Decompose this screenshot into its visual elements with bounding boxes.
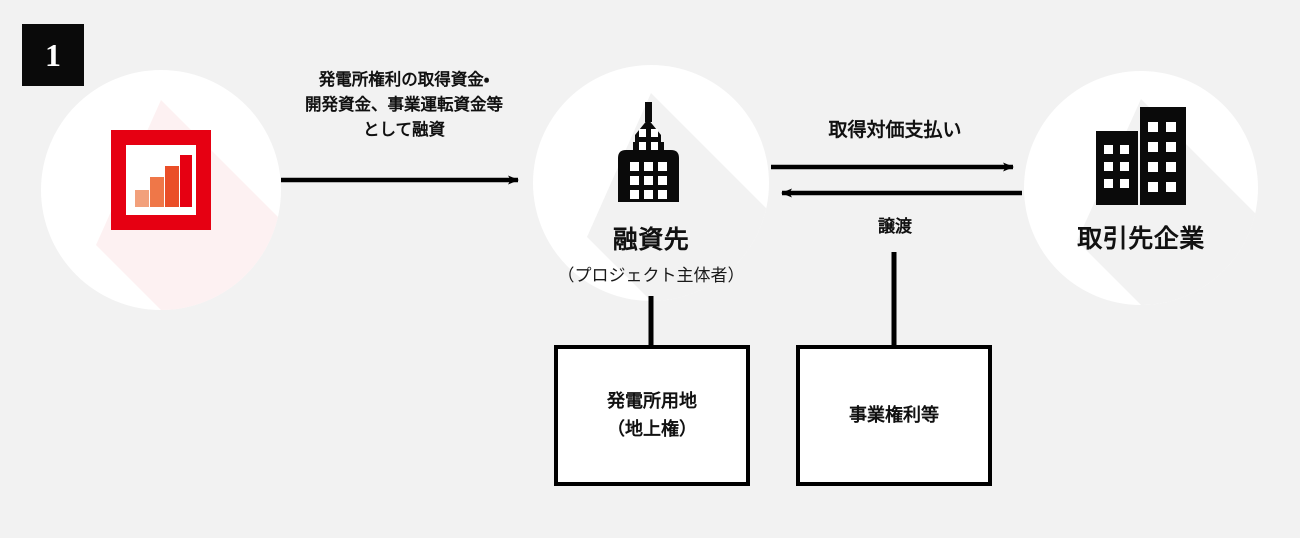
node-counterparty-label: 取引先企業 (1077, 225, 1205, 253)
node-lender-circle (41, 70, 281, 310)
box-rights: 事業権利等 (796, 345, 992, 486)
flow-label-financing: 発電所権利の取得資金・ 開発資金、事業運転資金等 として融資 (305, 71, 503, 140)
box-land-text: 発電所用地 （地上権） (607, 390, 697, 439)
box-rights-text: 事業権利等 (849, 404, 939, 425)
node-counterparty-circle (1024, 71, 1258, 305)
office-buildings-icon (1096, 107, 1186, 205)
flow-label-payment: 取得対価支払い (828, 120, 962, 141)
box-land: 発電所用地 （地上権） (554, 345, 750, 486)
tower-building-icon (618, 102, 679, 202)
node-borrower-sublabel: （プロジェクト主体者） (557, 266, 745, 285)
step-number-badge: 1 (22, 24, 84, 86)
bar-chart-frame-icon (111, 130, 211, 230)
node-borrower-label: 融資先 (612, 226, 690, 254)
flow-label-transfer: 譲渡 (878, 217, 912, 236)
